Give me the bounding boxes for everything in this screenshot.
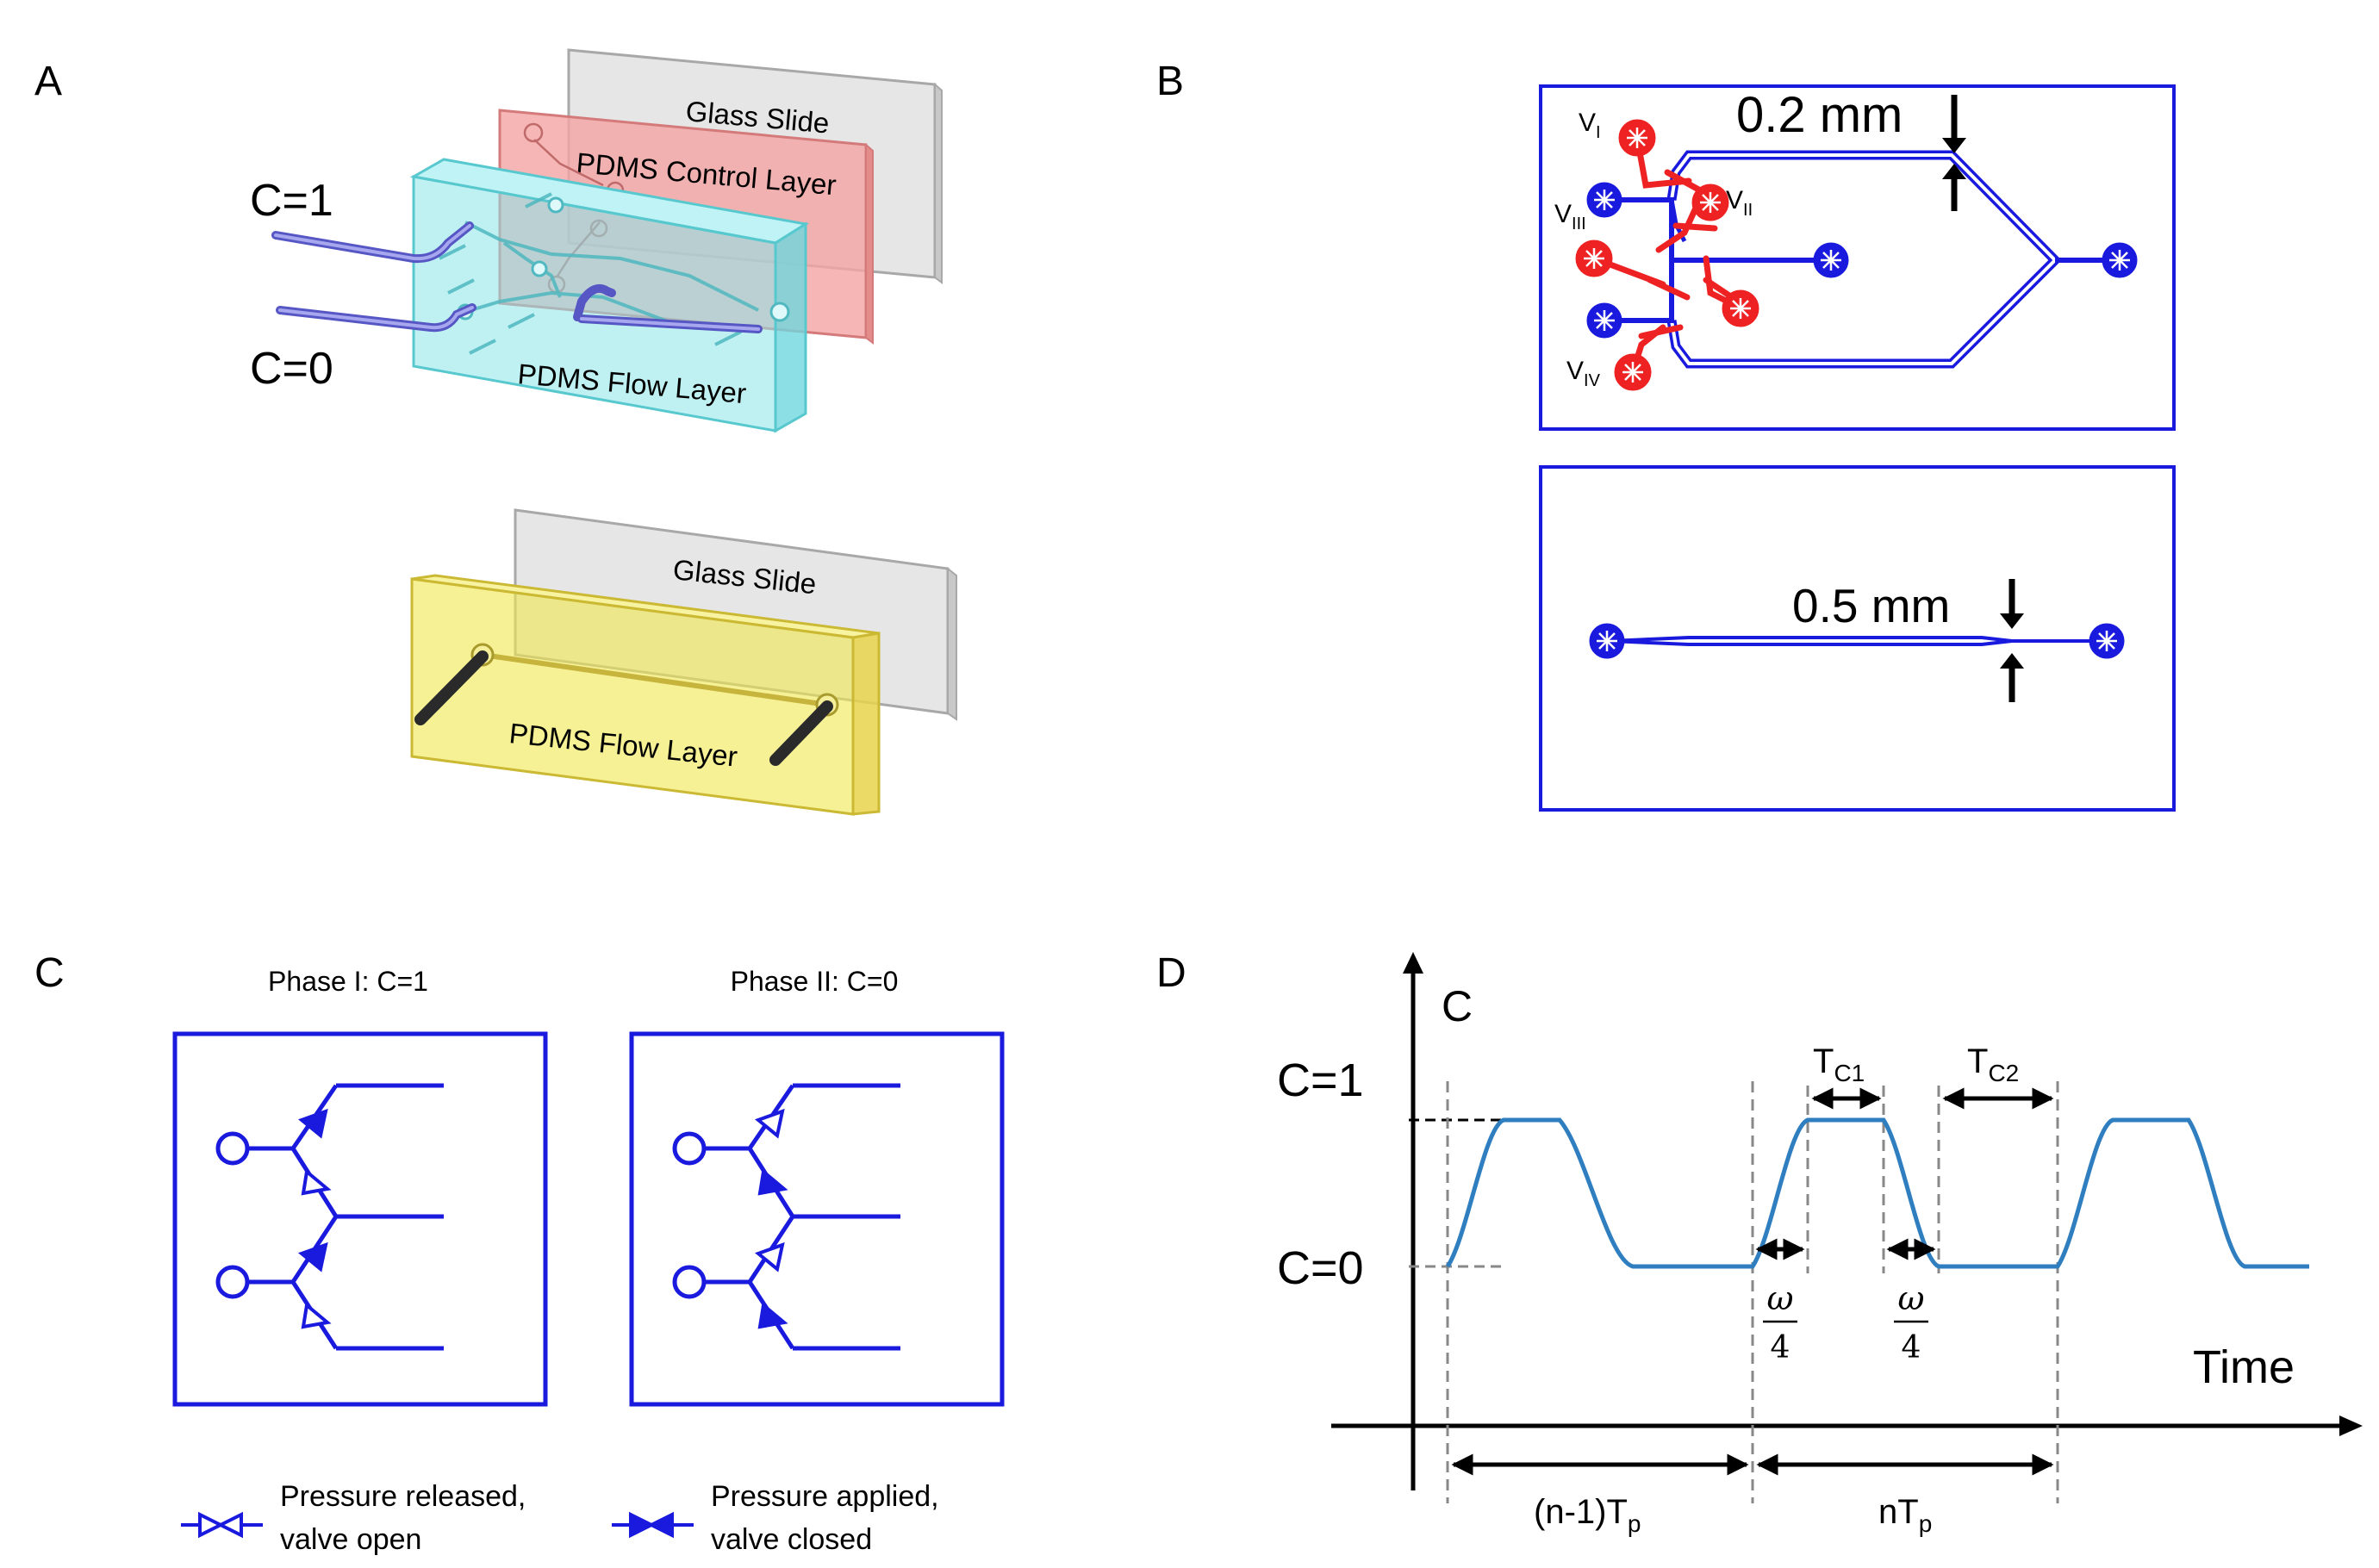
phase-1-valves — [297, 1108, 332, 1329]
panel-b: B — [1156, 59, 2176, 812]
valve-label-1: VI — [1579, 109, 1601, 142]
level-high-label: C=1 — [1277, 1055, 1364, 1106]
port-spokes — [1584, 128, 2130, 383]
span-label-n: nTp — [1878, 1493, 1932, 1537]
pdms-flow-layer-bottom: PDMS Flow Layer — [410, 574, 881, 816]
phase-1-diagram — [172, 1031, 548, 1407]
phase-2-title: Phase II: C=0 — [731, 966, 899, 997]
chip-bottom-port-spokes — [1597, 631, 2117, 651]
dimension-arrows-top — [1942, 95, 1966, 211]
legend-valve-closed — [612, 1511, 694, 1539]
tc1-label: TC1 — [1813, 1042, 1865, 1086]
chip-bottom-channel — [1609, 636, 2102, 646]
omega-fraction-1: ω 4 — [1763, 1279, 1797, 1366]
concentration-waveform — [1445, 1117, 2309, 1269]
legend-closed-line-2: valve closed — [711, 1523, 872, 1556]
duration-arrows — [1451, 1087, 2054, 1476]
panel-d-letter: D — [1156, 950, 1186, 996]
dimension-label-bottom: 0.5 mm — [1792, 579, 1950, 632]
tc2-label: TC2 — [1967, 1042, 2019, 1086]
span-label-n-minus-1: (n-1)Tp — [1534, 1493, 1641, 1537]
svg-text:4: 4 — [1771, 1330, 1790, 1366]
level-low-label: C=0 — [1277, 1242, 1364, 1294]
phase-2-valves — [754, 1108, 788, 1329]
panel-a: A Glass Slide PDMS Control Layer — [34, 48, 957, 816]
valve-label-3: VIII — [1554, 200, 1586, 233]
chip-top-ports-red — [1575, 119, 1759, 391]
valve-label-4: VIV — [1566, 357, 1601, 390]
panel-d: D C Time C=1 C=0 — [1156, 950, 2363, 1537]
pdms-flow-layer-top: PDMS Flow Layer — [409, 158, 810, 433]
legend-closed-line-1: Pressure applied, — [711, 1480, 939, 1513]
panel-a-letter: A — [34, 59, 62, 104]
panel-c: C Phase I: C=1 Phase II: C=0 — [34, 950, 1005, 1556]
chip-top-valves — [1591, 134, 1740, 376]
panel-c-letter: C — [34, 950, 65, 996]
period-guides — [1446, 1081, 2059, 1503]
legend-open-line-1: Pressure released, — [280, 1480, 526, 1513]
inlet-tubes — [271, 221, 763, 333]
chip-bottom-frame — [1539, 465, 2176, 812]
valve-label-2: VII — [1726, 186, 1753, 220]
y-axis-label: C — [1442, 982, 1473, 1030]
dimension-arrows-bottom — [2000, 579, 2024, 702]
inlet-label-c1: C=1 — [250, 176, 333, 226]
svg-text:ω: ω — [1767, 1279, 1794, 1317]
phase-2-diagram — [629, 1031, 1005, 1407]
inlet-label-c0: C=0 — [250, 344, 333, 394]
svg-text:4: 4 — [1902, 1330, 1921, 1366]
plot-axes — [1331, 952, 2363, 1490]
omega-fraction-2: ω 4 — [1894, 1279, 1928, 1366]
svg-text:ω: ω — [1898, 1279, 1925, 1317]
phase-1-title: Phase I: C=1 — [268, 966, 428, 997]
legend-valve-open — [181, 1511, 263, 1539]
legend-open-line-2: valve open — [280, 1523, 421, 1556]
dimension-label-top: 0.2 mm — [1736, 87, 1903, 143]
chip-top-frame — [1539, 84, 2176, 431]
x-axis-label: Time — [2193, 1341, 2295, 1393]
panel-b-letter: B — [1156, 59, 1184, 104]
